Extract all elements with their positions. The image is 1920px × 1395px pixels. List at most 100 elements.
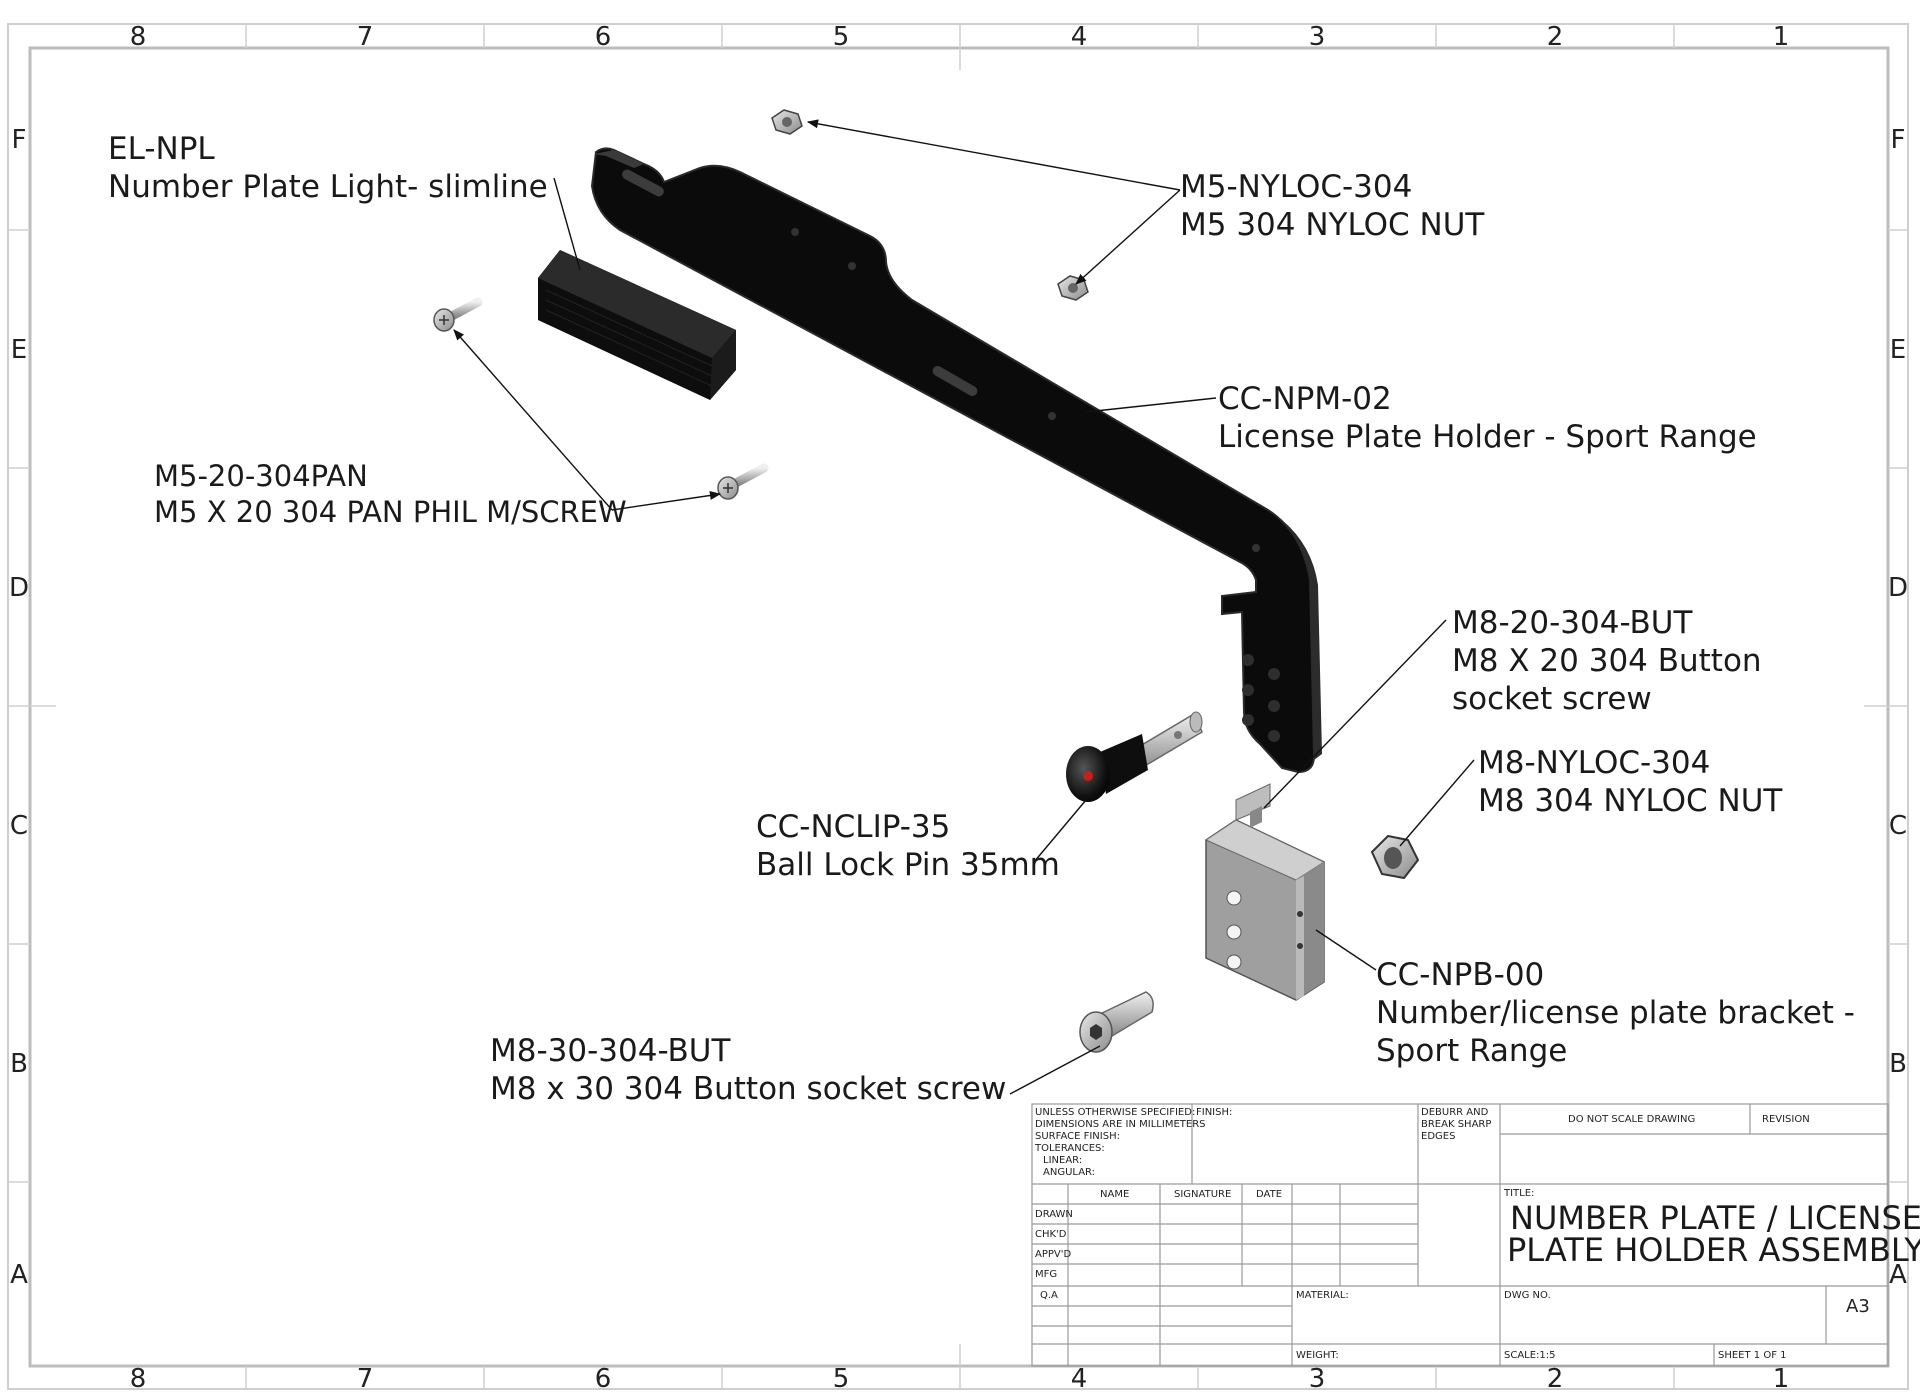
zone-col-4: 4 xyxy=(1070,22,1088,52)
zone-col-2-bottom: 2 xyxy=(1546,1364,1564,1394)
zone-col-5: 5 xyxy=(832,22,850,52)
tb-do-not-scale: DO NOT SCALE DRAWING xyxy=(1568,1114,1696,1125)
tb-sheet-size: A3 xyxy=(1846,1296,1870,1317)
zone-col-7: 7 xyxy=(356,22,374,52)
callout-m5-nyloc: M5-NYLOC-304 M5 304 NYLOC NUT xyxy=(1180,168,1484,244)
tb-material: MATERIAL: xyxy=(1296,1290,1349,1301)
callout-cc-nclip: CC-NCLIP-35 Ball Lock Pin 35mm xyxy=(756,808,1060,884)
tb-spec-line: ANGULAR: xyxy=(1043,1167,1096,1178)
callout-el-npl-part: EL-NPL xyxy=(108,131,215,167)
callout-cc-npb-desc2: Sport Range xyxy=(1376,1033,1568,1069)
callout-cc-npb: CC-NPB-00 Number/license plate bracket -… xyxy=(1376,956,1855,1070)
callout-m8-20-but-desc2: socket screw xyxy=(1452,681,1652,717)
m8-nut-part xyxy=(1370,834,1420,880)
number-plate-light-part xyxy=(538,250,736,400)
tb-spec-line: LINEAR: xyxy=(1043,1155,1083,1166)
tb-finish: FINISH: xyxy=(1196,1107,1233,1118)
zone-col-8-bottom: 8 xyxy=(129,1364,147,1394)
tb-sheet-count: SHEET 1 OF 1 xyxy=(1718,1350,1787,1361)
tb-spec-line: SURFACE FINISH: xyxy=(1035,1131,1120,1142)
zone-row-b-right: B xyxy=(1889,1049,1907,1079)
tb-col-name: NAME xyxy=(1100,1189,1130,1200)
zone-row-b: B xyxy=(10,1049,28,1079)
callout-m8-nyloc-desc: M8 304 NYLOC NUT xyxy=(1478,783,1783,819)
ball-lock-pin-part xyxy=(1066,711,1203,802)
tb-dwg-no: DWG NO. xyxy=(1504,1290,1551,1301)
tb-spec-line: DIMENSIONS ARE IN MILLIMETERS xyxy=(1035,1119,1206,1130)
callout-el-npl-desc: Number Plate Light- slimline xyxy=(108,169,548,205)
callout-m8-20-but-part: M8-20-304-BUT xyxy=(1452,605,1693,641)
zone-col-8: 8 xyxy=(129,22,147,52)
tb-scale: SCALE:1:5 xyxy=(1504,1350,1556,1361)
callout-el-npl: EL-NPL Number Plate Light- slimline xyxy=(108,130,548,206)
callout-cc-npb-desc1: Number/license plate bracket - xyxy=(1376,995,1855,1031)
callout-m5-screw-desc: M5 X 20 304 PAN PHIL M/SCREW xyxy=(154,495,627,529)
callout-m8-30-but-part: M8-30-304-BUT xyxy=(490,1033,731,1069)
tb-deburr-line: EDGES xyxy=(1421,1131,1456,1142)
tb-col-signature: SIGNATURE xyxy=(1174,1189,1232,1200)
zone-row-e-right: E xyxy=(1889,335,1907,365)
license-plate-holder-part xyxy=(590,147,1322,774)
tb-revision: REVISION xyxy=(1762,1114,1810,1125)
tb-col-date: DATE xyxy=(1256,1189,1283,1200)
tb-weight: WEIGHT: xyxy=(1296,1350,1339,1361)
tb-row-chkd: CHK'D xyxy=(1035,1229,1067,1240)
zone-row-d-right: D xyxy=(1887,573,1909,603)
zone-row-a-right: A xyxy=(1889,1260,1907,1290)
zone-col-6: 6 xyxy=(594,22,612,52)
m5-nut-upper-part xyxy=(771,109,803,135)
zone-col-1-bottom: 1 xyxy=(1772,1364,1790,1394)
m8-screw-part xyxy=(1079,991,1154,1053)
sheet-border xyxy=(7,23,1909,1390)
callout-m5-nyloc-desc: M5 304 NYLOC NUT xyxy=(1180,207,1485,243)
tb-spec-notes: UNLESS OTHERWISE SPECIFIED: DIMENSIONS A… xyxy=(1035,1107,1205,1179)
callout-m8-20-but-desc1: M8 X 20 304 Button xyxy=(1452,643,1762,679)
callout-cc-npb-part: CC-NPB-00 xyxy=(1376,957,1545,993)
zone-row-d: D xyxy=(8,573,30,603)
callout-m8-30-but: M8-30-304-BUT M8 x 30 304 Button socket … xyxy=(490,1032,1006,1108)
m5-nut-lower-part xyxy=(1057,275,1089,301)
tb-title-label: TITLE: xyxy=(1504,1188,1535,1199)
tb-deburr-line: BREAK SHARP xyxy=(1421,1119,1492,1130)
callout-cc-npm: CC-NPM-02 License Plate Holder - Sport R… xyxy=(1218,380,1757,456)
tb-spec-line: UNLESS OTHERWISE SPECIFIED: xyxy=(1035,1107,1196,1118)
zone-row-f: F xyxy=(11,125,27,155)
callout-cc-npm-desc: License Plate Holder - Sport Range xyxy=(1218,419,1757,455)
zone-col-7-bottom: 7 xyxy=(356,1364,374,1394)
callout-cc-nclip-desc: Ball Lock Pin 35mm xyxy=(756,847,1060,883)
title-block xyxy=(1031,1103,1889,1367)
tb-deburr-line: DEBURR AND xyxy=(1421,1107,1489,1118)
zone-row-c: C xyxy=(9,811,29,841)
m5-screw-upper-part xyxy=(433,297,483,332)
callout-cc-nclip-part: CC-NCLIP-35 xyxy=(756,809,951,845)
number-plate-bracket-part xyxy=(1204,783,1326,1001)
tb-row-appvd: APPV'D xyxy=(1035,1249,1072,1260)
callout-m8-30-but-desc: M8 x 30 304 Button socket screw xyxy=(490,1071,1007,1107)
leader-lines xyxy=(453,119,1475,1095)
tb-row-drawn: DRAWN xyxy=(1035,1209,1073,1220)
drawing-title-line2: PLATE HOLDER ASSEMBLY xyxy=(1507,1231,1920,1269)
drawing-title-line1: NUMBER PLATE / LICENSE xyxy=(1510,1199,1920,1237)
zone-col-6-bottom: 6 xyxy=(594,1364,612,1394)
callout-m8-nyloc: M8-NYLOC-304 M8 304 NYLOC NUT xyxy=(1478,744,1782,820)
zone-row-f-right: F xyxy=(1890,125,1906,155)
zone-row-a: A xyxy=(10,1260,28,1290)
tb-row-mfg: MFG xyxy=(1035,1269,1058,1280)
callout-m8-20-but: M8-20-304-BUT M8 X 20 304 Button socket … xyxy=(1452,604,1762,718)
callout-m5-screw-part: M5-20-304PAN xyxy=(154,459,368,493)
zone-col-3-bottom: 3 xyxy=(1308,1364,1326,1394)
callout-cc-npm-part: CC-NPM-02 xyxy=(1218,381,1392,417)
callout-m5-screw: M5-20-304PAN M5 X 20 304 PAN PHIL M/SCRE… xyxy=(154,458,627,530)
zone-col-5-bottom: 5 xyxy=(832,1364,850,1394)
callout-m8-nyloc-part: M8-NYLOC-304 xyxy=(1478,745,1711,781)
tb-deburr: DEBURR AND BREAK SHARP EDGES xyxy=(1421,1107,1491,1143)
zone-col-4-bottom: 4 xyxy=(1070,1364,1088,1394)
zone-col-1: 1 xyxy=(1772,22,1790,52)
zone-row-c-right: C xyxy=(1888,811,1908,841)
zone-col-2: 2 xyxy=(1546,22,1564,52)
m5-screw-lower-part xyxy=(717,463,769,500)
callout-m5-nyloc-part: M5-NYLOC-304 xyxy=(1180,169,1413,205)
tb-spec-line: TOLERANCES: xyxy=(1035,1143,1105,1154)
tb-row-qa: Q.A xyxy=(1040,1290,1058,1301)
